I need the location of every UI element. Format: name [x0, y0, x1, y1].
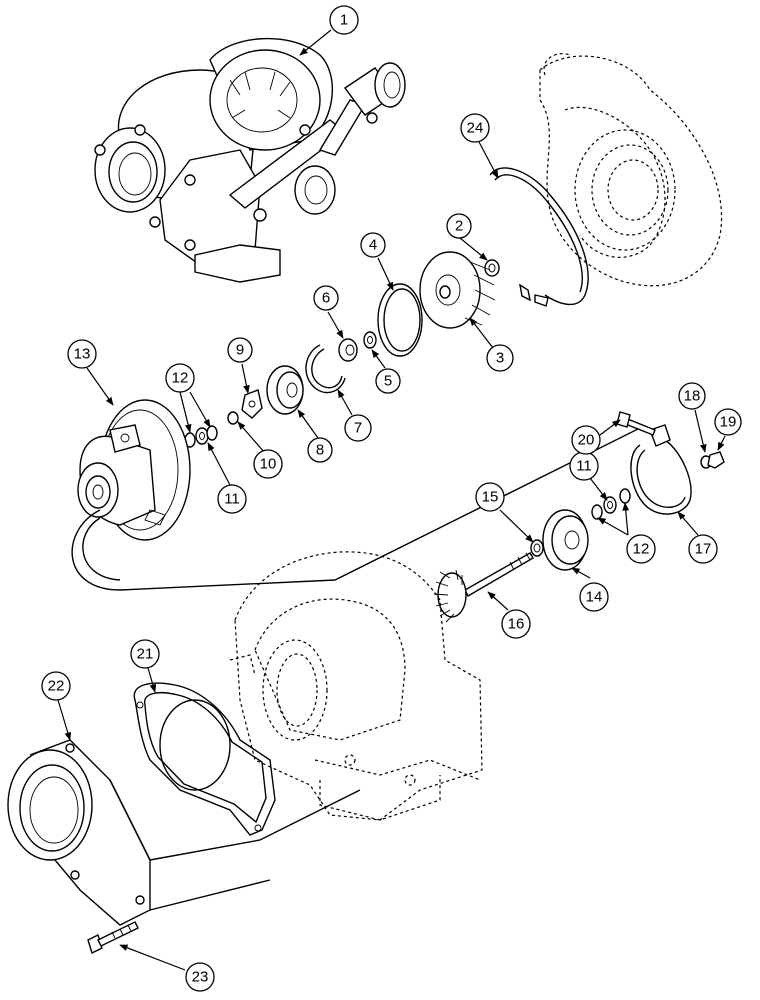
bolt-23 [87, 921, 139, 954]
callout-9: 9 [227, 337, 253, 363]
svg-text:21: 21 [137, 646, 154, 663]
svg-text:11: 11 [576, 458, 592, 475]
exhaust-elbow-22 [7, 739, 361, 926]
callout-7: 7 [344, 414, 372, 442]
turbocharger-assembly [94, 37, 406, 283]
svg-text:5: 5 [384, 373, 392, 390]
callout-12-upper: 12 [165, 363, 195, 393]
svg-text:9: 9 [236, 342, 244, 359]
callout-8: 8 [307, 437, 333, 463]
callout-23: 23 [185, 962, 215, 992]
svg-text:22: 22 [48, 678, 65, 695]
callout-14: 14 [579, 582, 609, 612]
svg-text:4: 4 [369, 237, 377, 254]
bearing-set-upper [184, 425, 218, 448]
svg-text:10: 10 [260, 456, 277, 473]
callout-10: 10 [253, 449, 283, 479]
callout-24: 24 [460, 113, 490, 143]
compressor-wheel-3 [419, 251, 496, 329]
thrust-bearing-9 [241, 389, 263, 419]
svg-text:17: 17 [695, 541, 712, 558]
nut-19 [707, 451, 725, 469]
assembly-path-line [71, 427, 641, 591]
callout-22: 22 [41, 671, 71, 701]
thrust-washer-10 [227, 411, 239, 425]
callout-16: 16 [501, 609, 531, 639]
callout-5: 5 [375, 368, 401, 394]
svg-text:19: 19 [720, 414, 737, 431]
turbine-wheel-shaft-16 [433, 552, 534, 623]
svg-text:16: 16 [508, 616, 525, 633]
bolt-20 [616, 411, 656, 436]
svg-text:6: 6 [322, 290, 330, 307]
callout-11-lower: 11 [569, 451, 599, 481]
callout-21: 21 [130, 639, 160, 669]
svg-text:8: 8 [316, 442, 324, 459]
callout-1: 1 [329, 5, 359, 35]
callout-4: 4 [360, 232, 386, 258]
thrust-insert-8 [266, 365, 304, 415]
retaining-ring-7 [305, 344, 346, 394]
svg-text:2: 2 [455, 218, 463, 235]
o-ring-4 [377, 283, 423, 357]
svg-text:12: 12 [172, 370, 189, 387]
compressor-housing-outline [539, 53, 722, 287]
seal-ring-15 [530, 539, 544, 557]
callout-12-lower: 12 [626, 534, 656, 564]
callout-17: 17 [688, 534, 718, 564]
v-band-clamp-17 [630, 424, 692, 515]
callout-18: 18 [678, 382, 706, 410]
svg-text:13: 13 [74, 346, 91, 363]
svg-text:23: 23 [192, 969, 209, 986]
svg-text:24: 24 [467, 120, 484, 137]
turbine-housing-outline [229, 551, 483, 821]
callout-3: 3 [486, 344, 514, 372]
callout-13: 13 [67, 339, 97, 369]
callout-20: 20 [571, 425, 601, 455]
snap-ring-24 [489, 167, 589, 307]
center-housing-13 [77, 399, 191, 541]
svg-text:12: 12 [633, 541, 650, 558]
sleeve-6 [338, 338, 358, 362]
callout-6: 6 [313, 285, 339, 311]
callout-19: 19 [714, 408, 742, 436]
svg-text:18: 18 [684, 388, 701, 405]
gasket-21 [133, 682, 276, 836]
leader-lines [57, 29, 726, 971]
svg-text:7: 7 [354, 420, 362, 437]
callout-11-upper: 11 [217, 484, 247, 514]
svg-text:3: 3 [496, 350, 504, 367]
bearing-set-lower [591, 488, 631, 520]
svg-text:20: 20 [578, 432, 595, 449]
svg-text:11: 11 [224, 491, 240, 508]
washer-5 [363, 331, 377, 349]
callout-15: 15 [475, 482, 505, 512]
callout-2: 2 [446, 213, 472, 239]
nut-2 [484, 259, 500, 277]
svg-text:14: 14 [586, 589, 603, 606]
svg-text:15: 15 [482, 489, 499, 506]
svg-text:1: 1 [340, 12, 348, 29]
heat-shield-14 [542, 509, 589, 571]
